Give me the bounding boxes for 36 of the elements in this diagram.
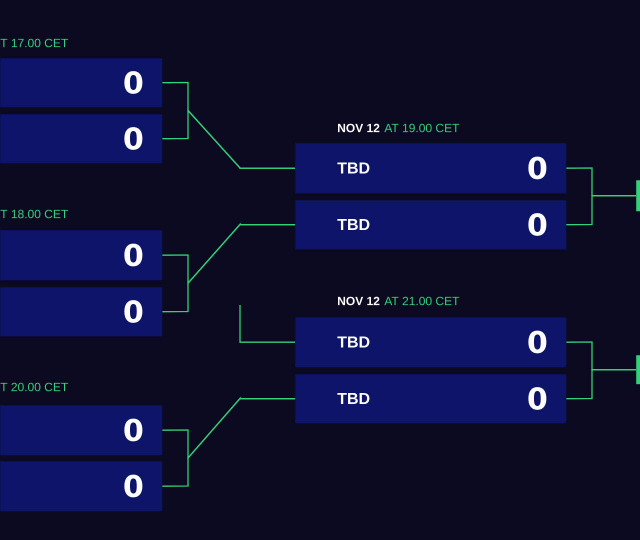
score: 0 (124, 127, 142, 150)
team-name: TBD (337, 336, 370, 348)
team-name: TBD (337, 162, 370, 174)
match-time: T 20.00 CET (0, 382, 68, 392)
bar-shape (636, 355, 640, 384)
bracket-line (162, 396, 295, 487)
match-time: AT 21.00 CET (384, 296, 460, 306)
score: 0 (124, 474, 142, 498)
score: 0 (124, 71, 142, 94)
match-row (0, 405, 162, 456)
score: 0 (124, 418, 142, 442)
score: 0 (528, 387, 546, 410)
bracket-line (162, 222, 295, 312)
match-row (0, 114, 162, 164)
bracket-line (239, 305, 295, 343)
bracket-line (566, 369, 636, 400)
match-row (295, 317, 566, 368)
score: 0 (124, 244, 142, 266)
bracket-line (162, 108, 295, 169)
match-row (0, 461, 162, 512)
match-row (0, 230, 162, 280)
score: 0 (528, 156, 546, 180)
match-row (295, 143, 566, 194)
team-name: TBD (337, 392, 370, 404)
match-time: T 18.00 CET (0, 210, 68, 218)
match-row (0, 58, 162, 108)
team-name: TBD (337, 219, 370, 230)
bar-shape (636, 180, 640, 212)
match-row (295, 374, 566, 424)
score: 0 (528, 330, 546, 354)
match-time: NOV 12 (338, 296, 380, 306)
score: 0 (528, 213, 546, 236)
match-row (0, 287, 162, 336)
bracket-line (566, 195, 636, 226)
match-row (295, 200, 566, 250)
score: 0 (124, 300, 142, 323)
